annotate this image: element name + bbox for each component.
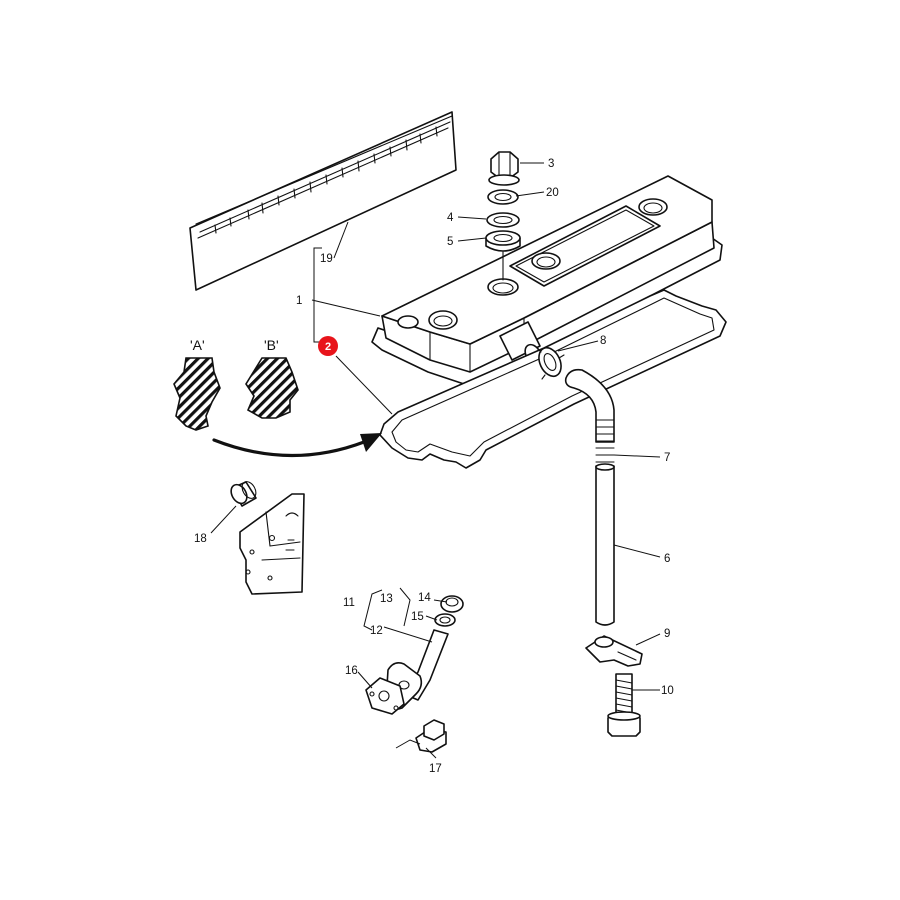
flange-gasket-16 (365, 677, 405, 715)
callout-13: 13 (380, 593, 393, 605)
seal-ring-15 (434, 613, 456, 627)
rocker-cover-1 (371, 175, 723, 387)
callout-11: 11 (343, 597, 355, 609)
engine-block-detail (239, 493, 305, 595)
breather-pipe-6 (595, 463, 615, 626)
highlight-badge (318, 336, 338, 356)
callout-14: 14 (418, 592, 431, 604)
callout-12: 12 (370, 625, 383, 637)
gasket-strip-19 (189, 111, 457, 291)
section-profile-a (173, 357, 221, 431)
callout-4: 4 (447, 212, 454, 224)
plug-18 (230, 481, 257, 507)
callout-19: 19 (320, 253, 333, 265)
washer-20 (487, 189, 519, 205)
bolt-3 (488, 151, 520, 186)
callout-7: 7 (664, 452, 670, 464)
banjo-bolt-17 (415, 719, 447, 753)
callout-5: 5 (447, 236, 453, 248)
callout-1: 1 (296, 295, 302, 307)
bracket-9 (585, 635, 643, 667)
callout-3: 3 (548, 158, 554, 170)
section-label-b: 'B' (264, 337, 279, 353)
callout-16: 16 (345, 665, 358, 677)
grommet-5 (485, 230, 521, 252)
callout-8: 8 (600, 335, 606, 347)
callout-labels: 3 20 4 5 19 1 8 7 6 9 10 18 11 13 14 15 … (194, 158, 674, 775)
callout-10: 10 (661, 685, 674, 697)
union-14 (440, 595, 464, 613)
direction-arrow (212, 433, 382, 458)
bolt-10 (607, 673, 641, 737)
section-profile-b (245, 357, 299, 419)
callout-15: 15 (411, 611, 424, 623)
callout-9: 9 (664, 628, 670, 640)
breather-hose-7 (564, 368, 615, 463)
callout-2: 2 (325, 341, 331, 353)
section-label-a: 'A' (190, 337, 205, 353)
callout-17: 17 (429, 763, 442, 775)
hose-clip-8 (536, 346, 565, 380)
cover-gasket-2 (379, 289, 727, 469)
callout-6: 6 (664, 553, 670, 565)
highlighted-callout-2: 2 (318, 336, 338, 356)
seal-4 (486, 212, 520, 228)
leader-lines (210, 162, 661, 759)
callout-18: 18 (194, 533, 207, 545)
callout-20: 20 (546, 187, 559, 199)
